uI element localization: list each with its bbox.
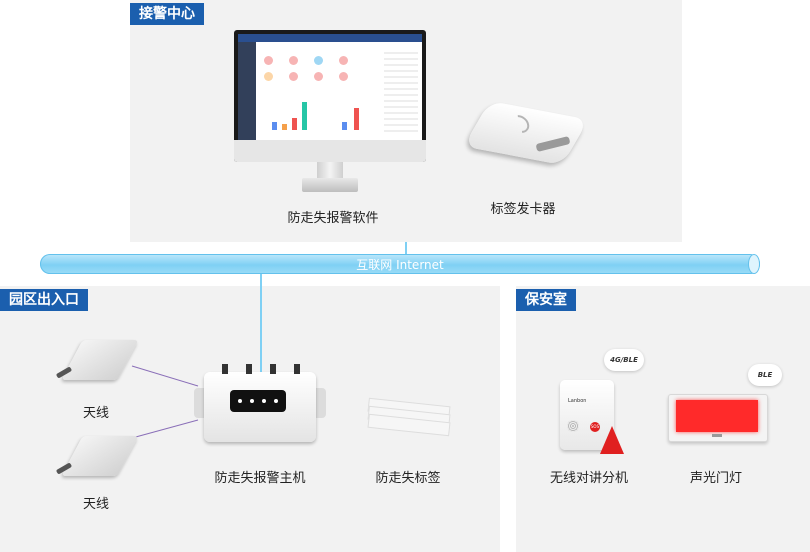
monitor-foot — [302, 178, 358, 192]
card-issuer-label: 标签发卡器 — [490, 202, 556, 217]
screen-stat-dots — [264, 56, 364, 86]
screen-sidebar — [238, 42, 256, 140]
sos-button: SOS — [590, 422, 600, 432]
connector-software-to-internet — [405, 242, 407, 256]
tag-label: 防走失标签 — [375, 471, 441, 486]
intercom-image: Lanbon SOS — [558, 374, 642, 460]
host-connectors — [222, 364, 300, 374]
host-panel — [230, 390, 286, 412]
antenna-bottom-image — [54, 432, 139, 486]
door-light-label: 声光门灯 — [689, 471, 743, 486]
intercom-label: 无线对讲分机 — [549, 471, 629, 486]
sos-pendant — [600, 426, 624, 454]
monitor-chin — [234, 140, 426, 162]
software-screen — [238, 34, 422, 140]
intercom-speaker — [567, 420, 579, 432]
antenna-top-image — [54, 336, 139, 390]
internet-pipe — [40, 254, 760, 274]
door-light-bubble: BLE — [748, 364, 782, 386]
security-room-badge: 保安室 — [516, 289, 576, 311]
intercom-brand: Lanbon — [568, 398, 587, 404]
internet-label: 互联网 Internet — [356, 258, 444, 272]
software-label: 防走失报警软件 — [287, 211, 379, 226]
antenna-bottom-label: 天线 — [82, 497, 110, 512]
cable-antenna-top — [131, 365, 199, 387]
card-issuer-image — [463, 100, 589, 166]
cable-antenna-bottom — [131, 419, 199, 439]
alarm-host-image — [194, 364, 326, 446]
monitor-image — [234, 30, 426, 162]
park-entrance-badge: 园区出入口 — [0, 289, 88, 311]
monitor-neck — [317, 162, 343, 180]
door-light-bubble-text: BLE — [757, 371, 773, 379]
intercom-bubble-text: 4G/BLE — [610, 356, 638, 364]
intercom-bubble: 4G/BLE — [604, 349, 644, 371]
alarm-host-label: 防走失报警主机 — [214, 471, 306, 486]
screen-topbar — [238, 34, 422, 42]
connector-host-to-internet — [260, 272, 262, 372]
internet-pipe-cap — [748, 254, 760, 274]
screen-table — [384, 48, 418, 134]
screen-bar-chart-a — [268, 98, 318, 130]
door-light-image — [668, 394, 768, 444]
tag-image — [362, 397, 458, 438]
alarm-center-badge: 接警中心 — [130, 3, 204, 25]
screen-bar-chart-b — [338, 98, 368, 130]
antenna-top-label: 天线 — [82, 406, 110, 421]
